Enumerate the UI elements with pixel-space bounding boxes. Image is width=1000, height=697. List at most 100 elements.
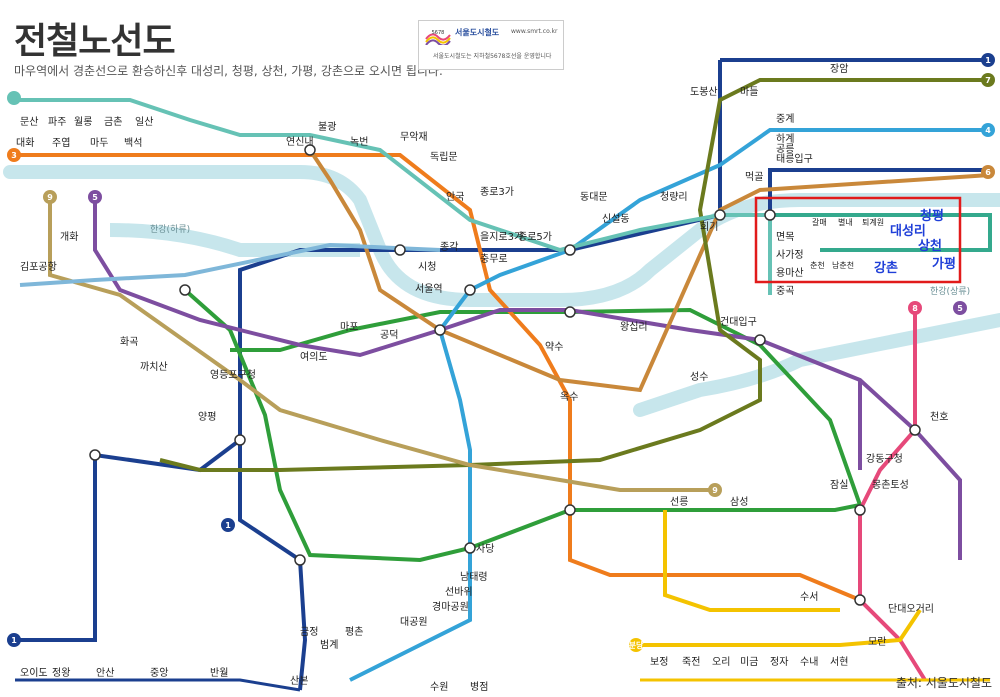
station-wollong: 월롱 — [74, 116, 92, 128]
station-gongdeok: 공덕 — [380, 329, 398, 341]
station-sadang: 사당 — [476, 543, 494, 555]
station-suraksan: 마들 — [740, 86, 758, 98]
station-paju: 파주 — [48, 116, 66, 128]
station-taereungipgu: 먹골 — [745, 171, 763, 183]
page-subtitle: 마우역에서 경춘선으로 환승하신후 대성리, 청평, 상천, 가평, 강촌으로 … — [14, 64, 443, 78]
station-sagajeong: 사가정 — [776, 249, 804, 261]
station-myeonmok: 면목 — [776, 231, 794, 243]
station-migeum: 미금 — [740, 656, 758, 668]
station-kkachisan: 까치산 — [140, 361, 168, 373]
station-muakjae: 무악재 — [400, 131, 428, 143]
station-cheongnyangni: 청량리 — [660, 191, 688, 203]
logo-mark-text: 5678 — [432, 30, 445, 36]
station-euljiro3ga: 을지로3가 — [480, 231, 523, 243]
station-oksu: 옥수 — [560, 391, 578, 403]
station-yangpyeong: 양평 — [198, 411, 216, 423]
transfer-stations — [89, 144, 921, 606]
station-beomgye: 범계 — [320, 639, 338, 651]
line-2 — [183, 288, 863, 563]
svg-text:분당: 분당 — [629, 640, 644, 650]
station-hagye: 공릉 — [776, 143, 794, 155]
svg-text:9: 9 — [47, 193, 53, 202]
station-geumchon: 금촌 — [104, 116, 122, 128]
station-seonbawi: 선바위 — [445, 585, 473, 598]
river-label-upstream: 한강(상류) — [930, 286, 970, 297]
station-namtaeryeong: 남태령 — [460, 571, 488, 583]
station-jeongja: 정자 — [770, 656, 788, 668]
han-river — [3, 165, 1000, 417]
line-3 — [15, 153, 861, 602]
line-bundang — [640, 510, 922, 647]
station-yeongdeungpo-gucheong: 영등포구청 — [210, 369, 256, 381]
line-6 — [308, 148, 991, 393]
station-suseo: 수서 — [800, 591, 818, 603]
station-gyeongmagongwon: 경마공원 — [432, 600, 469, 613]
station-banwol: 반월 — [210, 667, 228, 679]
han-river-west — [109, 223, 360, 257]
line-gyeongchun — [770, 213, 992, 252]
svg-text:9: 9 — [712, 486, 718, 495]
station-daegongwon: 대공원 — [400, 616, 428, 628]
station-daehwa: 대화 — [16, 137, 34, 149]
station-yaksu: 약수 — [545, 341, 563, 353]
highlight-sangcheon: 상천 — [918, 239, 942, 254]
station-jeongwang: 정왕 — [52, 667, 70, 679]
svg-text:3: 3 — [11, 151, 17, 160]
station-junggye: 하계 — [776, 132, 794, 145]
logo-desc: 서울도시철도는 지하철5678호선을 운영합니다 — [433, 53, 552, 60]
page-title: 전철노선도 — [14, 21, 176, 62]
station-nokbeon: 녹번 — [350, 136, 368, 148]
smrt-logo-mark-icon: 5678 — [425, 30, 451, 45]
svg-text:1: 1 — [11, 636, 17, 645]
station-gundae: 건대입구 — [720, 315, 757, 328]
station-bulgwang: 불광 — [318, 121, 336, 133]
station-jongno5ga: 종로5가 — [518, 231, 552, 243]
station-sunae: 수내 — [800, 656, 818, 668]
station-seolleung: 선릉 — [670, 496, 688, 508]
station-moran: 모란 — [868, 636, 886, 648]
smrt-logo-box: 5678 서울도시철도 www.smrt.co.kr 서울도시철도는 지하철56… — [418, 20, 564, 70]
station-madu: 마두 — [90, 137, 108, 149]
line-5 — [93, 200, 962, 560]
station-toegyewon: 퇴계원 — [862, 217, 884, 227]
station-jongno3ga: 종로3가 — [480, 186, 514, 198]
station-munsan: 문산 — [20, 116, 38, 128]
station-gangdong-gucheong: 강동구청 — [866, 453, 903, 465]
station-bojeong: 보정 — [650, 656, 668, 668]
station-pyeongchon: 평촌 — [345, 626, 363, 638]
station-dobongsan: 도봉산 — [690, 86, 718, 98]
svg-text:6: 6 — [985, 168, 991, 177]
svg-text:1: 1 — [985, 56, 991, 65]
station-jungang: 중앙 — [150, 667, 168, 679]
source-credit: 출처: 서울도시철도 — [895, 676, 992, 690]
station-mapo: 마포 — [340, 321, 358, 333]
station-seongsu: 성수 — [690, 371, 708, 383]
station-chuncheon: 춘천 — [810, 260, 825, 270]
station-namchuncheon: 남춘천 — [832, 260, 854, 270]
svg-text:5: 5 — [957, 304, 963, 313]
station-ansan: 안산 — [96, 667, 114, 679]
svg-text:7: 7 — [985, 76, 991, 85]
line-8 — [858, 310, 927, 682]
highlight-gangchon: 강촌 — [874, 260, 898, 276]
station-gimpo: 김포공항 — [20, 261, 57, 273]
station-gongneung: 태릉입구 — [776, 152, 813, 165]
line-badges: 3 9 5 1 1 7 4 6 8 5 1 9 분당 — [7, 53, 995, 652]
station-seohyeon: 서현 — [830, 656, 848, 668]
station-junggok: 중곡 — [776, 285, 794, 297]
highlight-cheongpyeong: 청평 — [920, 208, 944, 224]
station-hwagok: 화곡 — [120, 336, 138, 348]
station-chungmuro: 충무로 — [480, 253, 508, 265]
station-hoegi: 회기 — [700, 221, 718, 233]
line-7 — [159, 78, 990, 472]
station-mongchontoseong: 몽촌토성 — [872, 479, 909, 491]
station-suwon: 수원 — [430, 681, 448, 693]
station-yeonsinnae: 연신내 — [286, 136, 314, 148]
gyeongchun-highlight: 대성리 청평 상천 가평 강촌 — [754, 196, 962, 284]
svg-text:4: 4 — [985, 126, 991, 135]
svg-text:1: 1 — [225, 521, 231, 530]
station-samseong: 삼성 — [730, 496, 748, 508]
station-oido: 오이도 — [20, 667, 48, 679]
station-byeollae: 별내 — [838, 217, 853, 227]
